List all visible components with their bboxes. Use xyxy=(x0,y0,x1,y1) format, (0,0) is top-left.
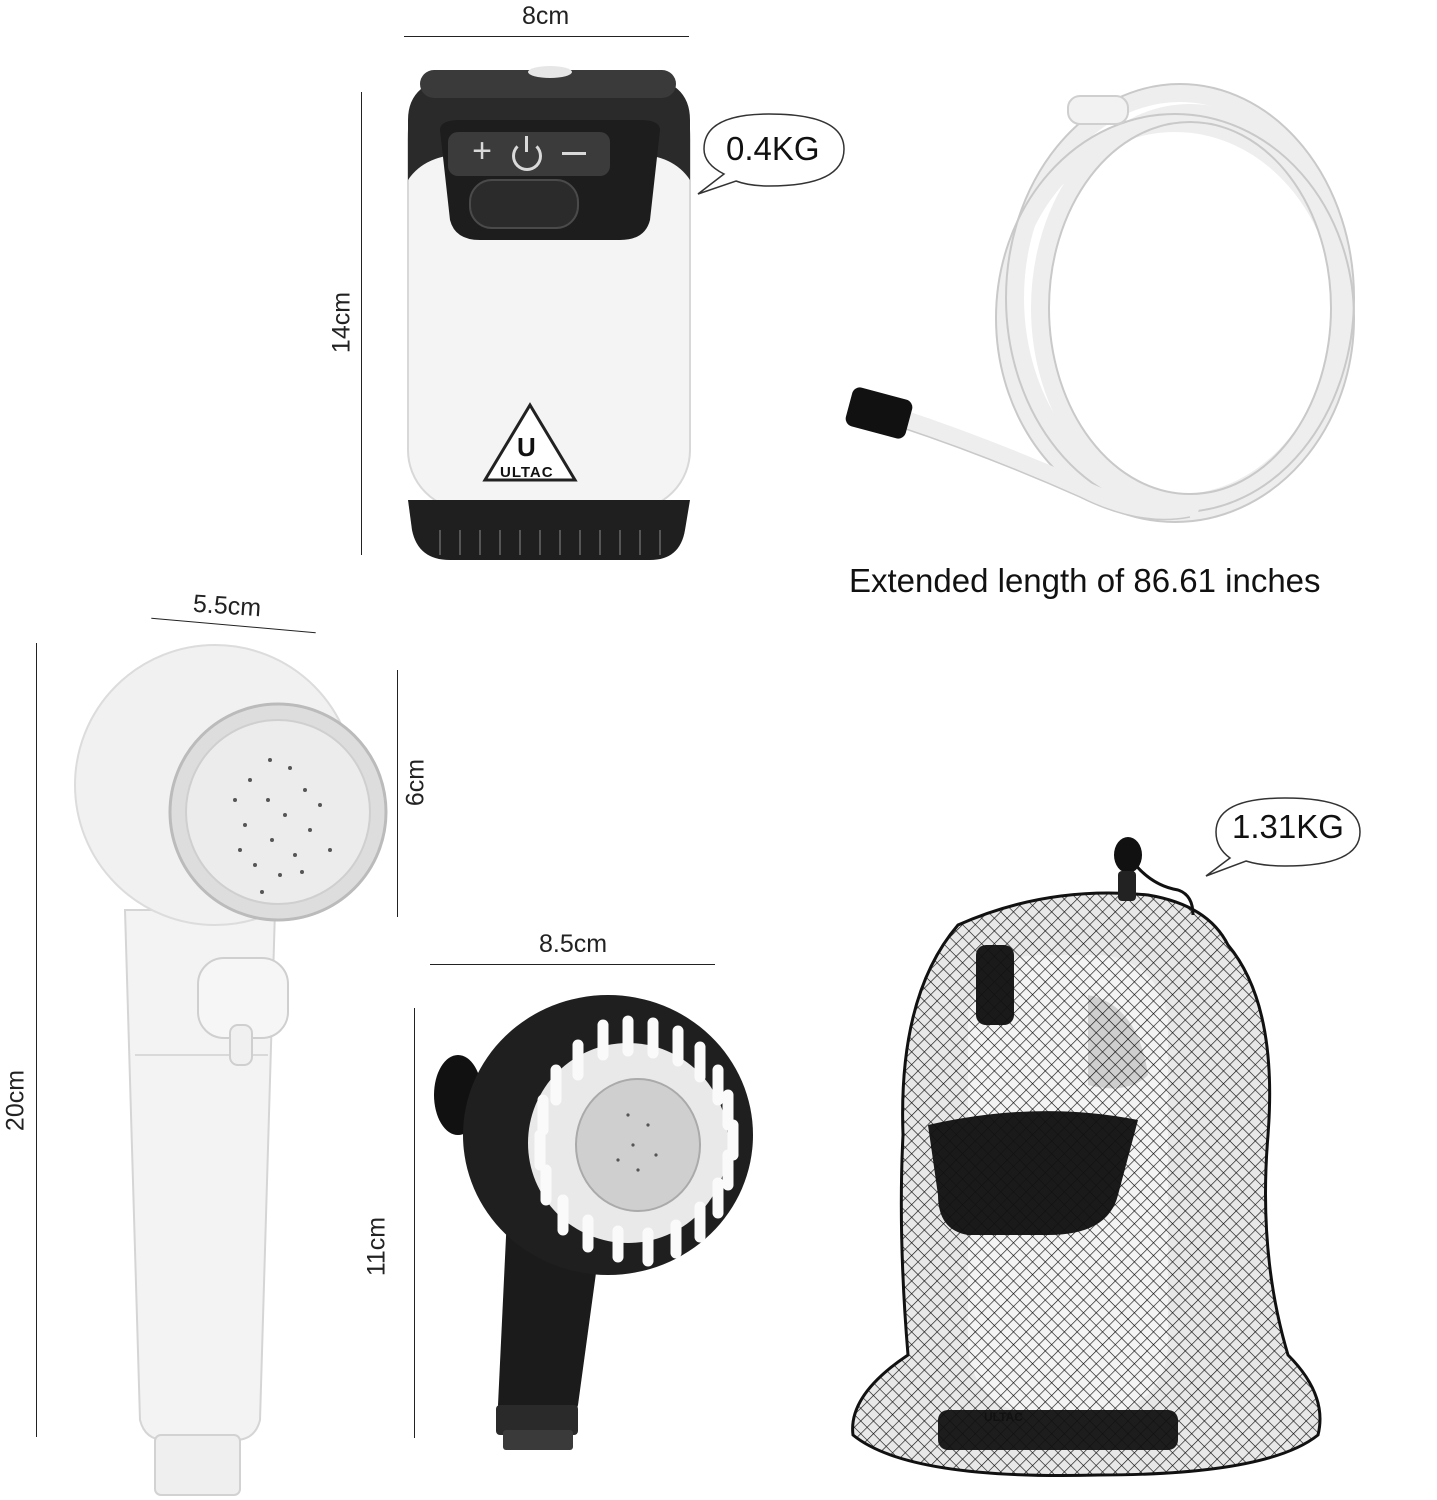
pump-width-label: 8cm xyxy=(522,2,570,30)
shower-face-label: 6cm xyxy=(401,758,430,807)
shower-height-line xyxy=(36,643,37,1437)
mesh-bag-image xyxy=(851,837,1322,1477)
pump-brand-text: ULTAC xyxy=(500,464,554,481)
brush-width-label: 8.5cm xyxy=(539,930,608,958)
power-icon-stem xyxy=(525,136,528,152)
pump-height-line xyxy=(361,92,362,555)
brush-head-image xyxy=(434,995,753,1450)
bag-weight-label: 1.31KG xyxy=(1232,808,1344,845)
plus-icon: + xyxy=(472,132,492,170)
pump-height-label: 14cm xyxy=(327,291,356,354)
pump-device-image xyxy=(407,66,691,560)
hose-length-caption: Extended length of 86.61 inches xyxy=(849,562,1321,599)
brush-height-label: 11cm xyxy=(362,1216,391,1277)
brush-height-line xyxy=(414,1008,415,1438)
power-icon xyxy=(512,141,542,171)
pump-weight-label: 0.4KG xyxy=(726,130,820,167)
bag-weight-bubble xyxy=(1205,797,1361,877)
brush-width-line xyxy=(430,964,715,965)
shower-width-label: 5.5cm xyxy=(192,589,263,623)
shower-height-label: 20cm xyxy=(1,1069,30,1132)
minus-icon xyxy=(562,152,586,155)
shower-head-image xyxy=(74,644,388,1496)
hose-coil-image xyxy=(845,83,1355,523)
pump-width-line xyxy=(404,36,689,37)
bag-brand-text: ULTAC xyxy=(984,1410,1023,1424)
shower-face-line xyxy=(397,670,398,917)
pump-logo-u: U xyxy=(517,432,536,462)
pump-weight-bubble xyxy=(697,113,845,195)
